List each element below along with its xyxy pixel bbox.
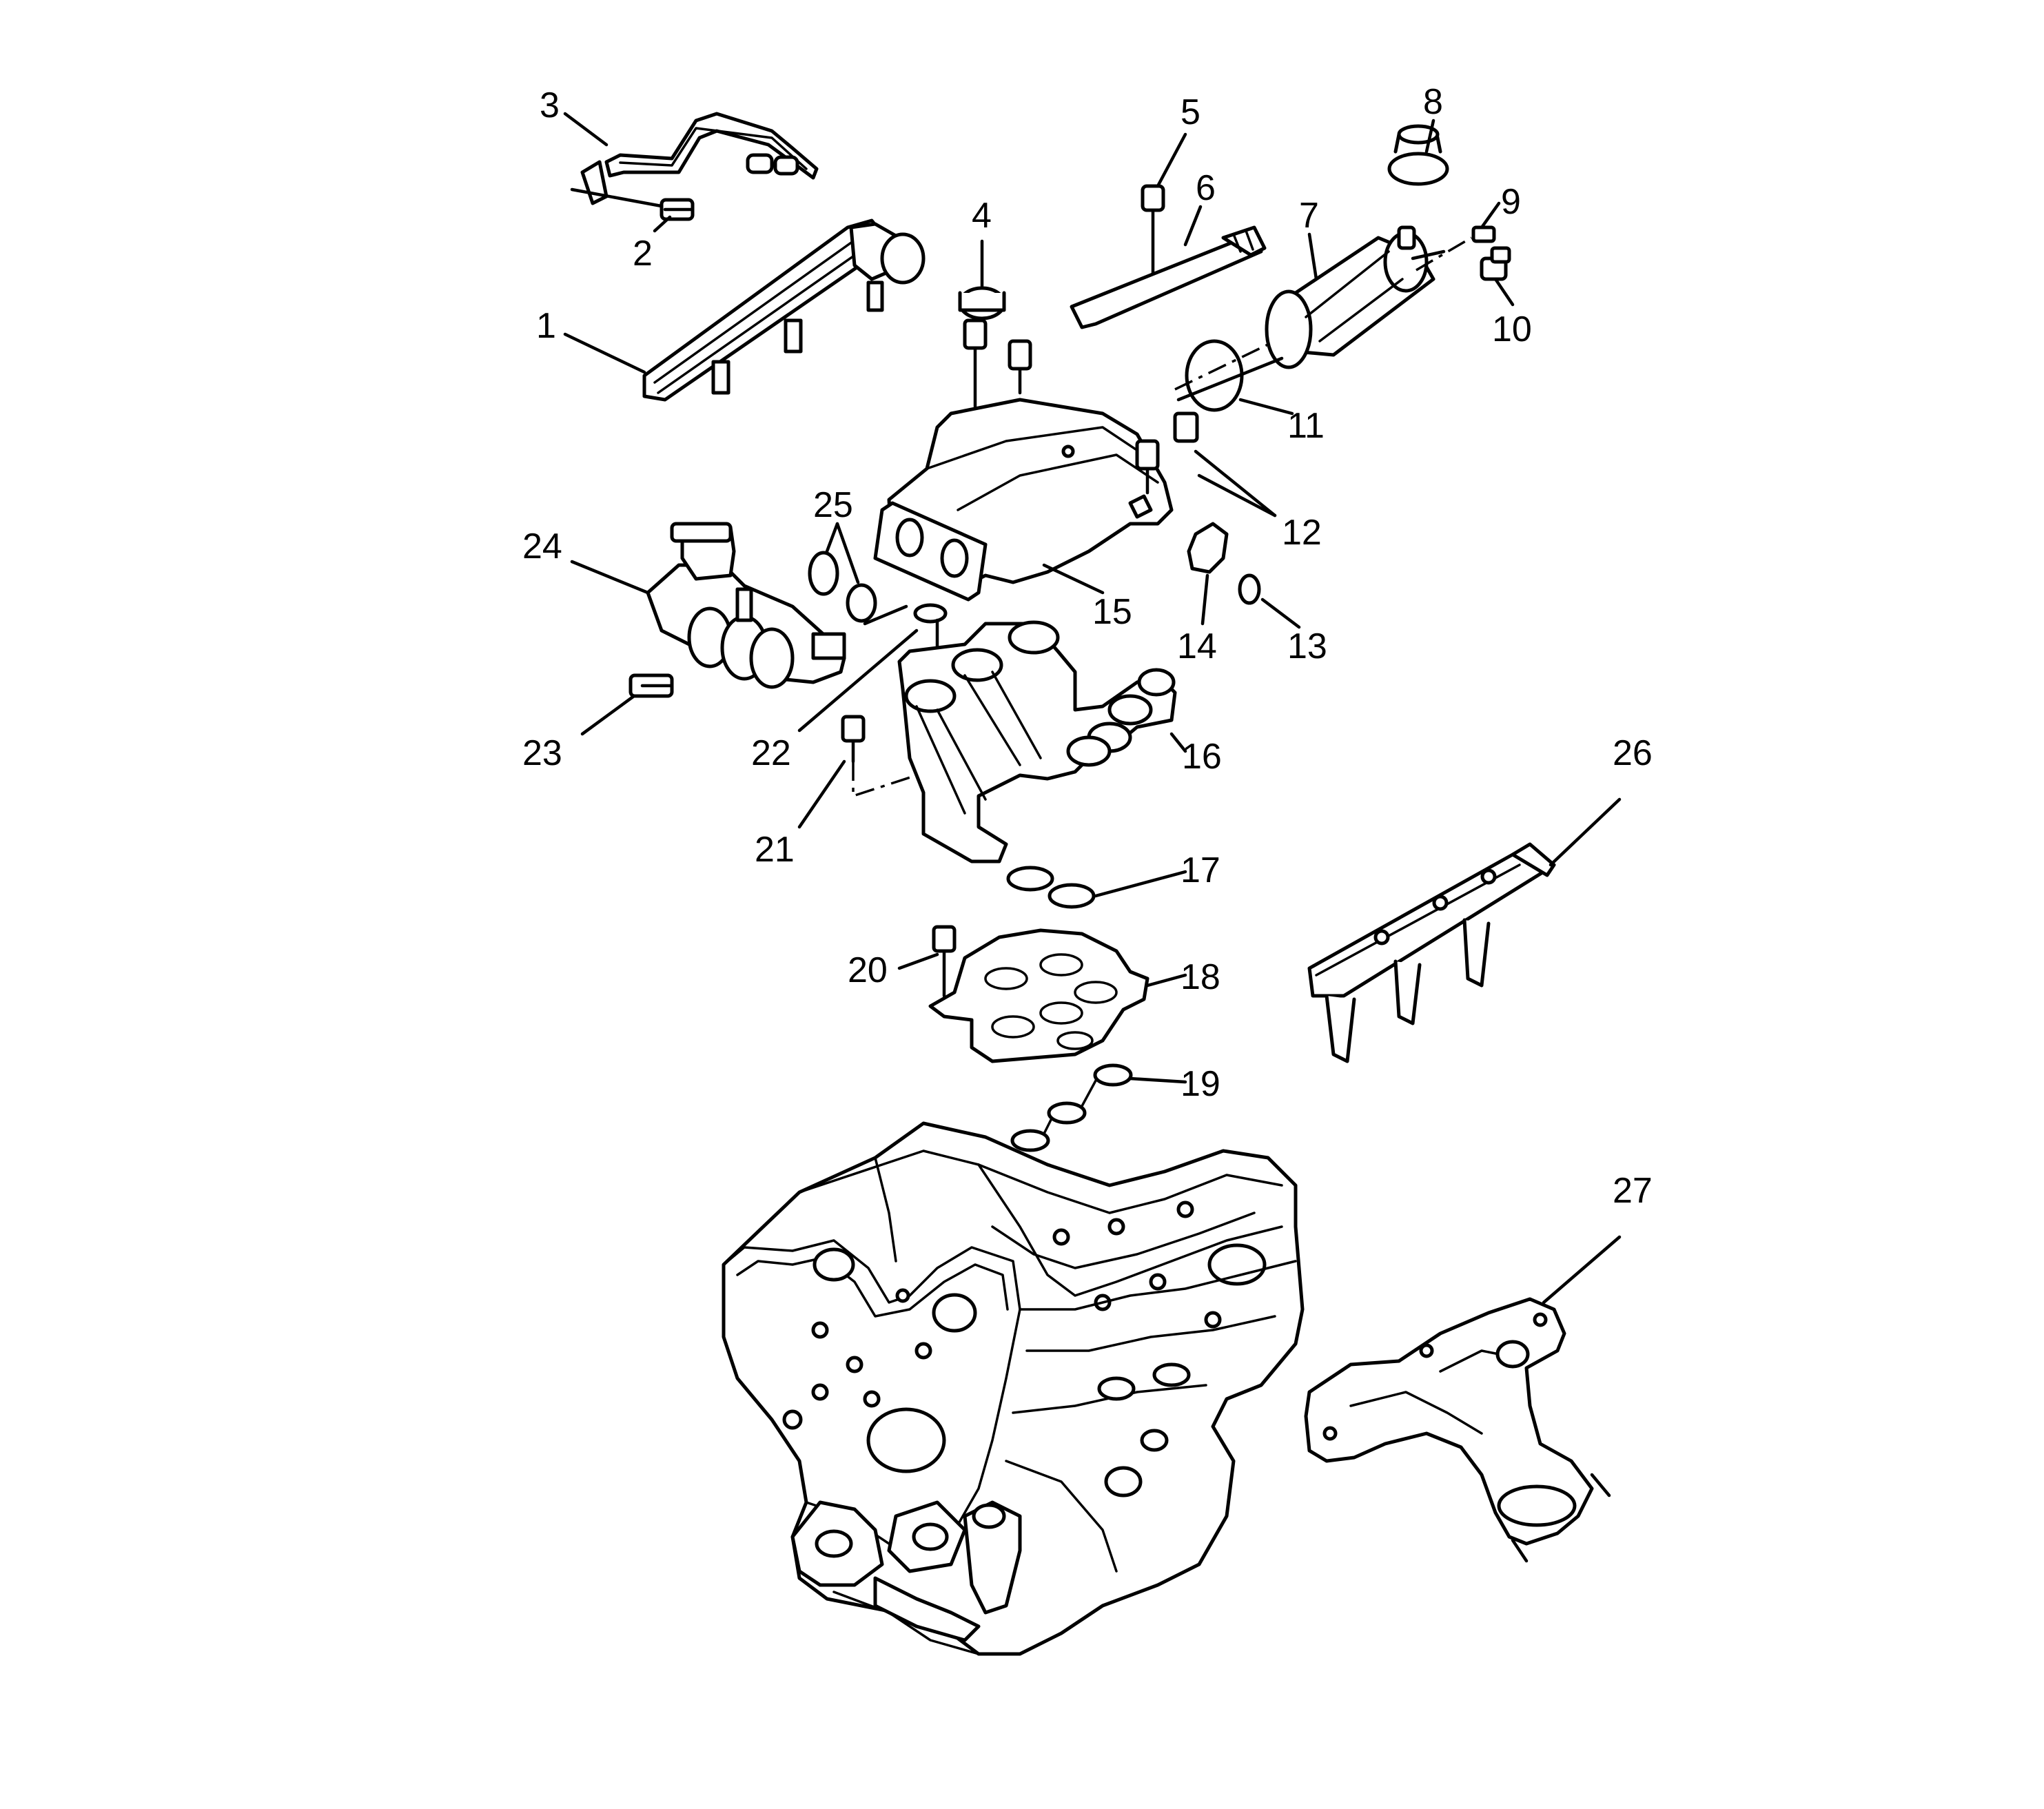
callout-7: 7 xyxy=(1299,196,1319,236)
part-2-bolt xyxy=(660,198,695,221)
part-8-pressure-regulator xyxy=(1387,124,1449,186)
callout-27: 27 xyxy=(1613,1171,1653,1211)
callout-20: 20 xyxy=(848,950,888,990)
part-27-exhaust-manifold xyxy=(1304,1297,1611,1563)
part-3-fuel-pipes xyxy=(570,112,819,209)
engine-block xyxy=(722,1121,1305,1656)
callout-11: 11 xyxy=(1287,406,1325,446)
part-15-upper-intake-manifold xyxy=(873,398,1174,602)
part-6-cover-plate xyxy=(1070,225,1267,329)
callout-2: 2 xyxy=(633,234,653,274)
callout-19: 19 xyxy=(1181,1064,1220,1104)
callout-9: 9 xyxy=(1501,182,1521,222)
callout-25: 25 xyxy=(813,485,853,525)
callout-26: 26 xyxy=(1613,733,1653,773)
callout-4: 4 xyxy=(972,196,992,236)
callout-14: 14 xyxy=(1177,626,1217,666)
part-16-lower-intake-manifold xyxy=(897,620,1177,863)
part-25-o-rings xyxy=(808,551,877,623)
part-10-connector xyxy=(1480,246,1511,281)
part-24-throttle-body xyxy=(646,522,846,689)
callout-10: 10 xyxy=(1492,309,1532,349)
callout-16: 16 xyxy=(1182,737,1222,777)
part-21-bolt xyxy=(841,715,917,798)
part-1-fuel-rail xyxy=(642,218,926,402)
callout-18: 18 xyxy=(1181,957,1220,997)
part-18-plenum-plate xyxy=(928,928,1149,1063)
part-23-bolt xyxy=(628,673,674,698)
part-5-bolt xyxy=(1141,184,1165,285)
callout-17: 17 xyxy=(1181,850,1220,890)
callout-24: 24 xyxy=(522,527,562,566)
callout-5: 5 xyxy=(1181,92,1200,132)
part-9-fitting xyxy=(1471,225,1496,243)
part-12-bolts xyxy=(963,318,1199,495)
part-13-o-ring xyxy=(1238,573,1261,605)
leader-lines xyxy=(563,112,1622,1305)
callout-23: 23 xyxy=(522,733,562,773)
part-4-cap xyxy=(958,286,1006,320)
callout-8: 8 xyxy=(1423,82,1443,122)
part-26-ignition-coil xyxy=(1307,842,1556,1063)
part-20-bolt xyxy=(932,925,957,998)
callout-6: 6 xyxy=(1196,168,1216,208)
part-19-gasket xyxy=(1010,1063,1133,1152)
callout-21: 21 xyxy=(755,830,795,870)
callout-3: 3 xyxy=(540,85,560,125)
callout-22: 22 xyxy=(751,733,791,773)
part-14-sensor xyxy=(1187,522,1229,574)
part-11-o-ring xyxy=(1185,339,1244,412)
callout-12: 12 xyxy=(1282,513,1322,553)
part-17-gaskets xyxy=(1006,866,1096,909)
callout-13: 13 xyxy=(1287,626,1327,666)
callout-15: 15 xyxy=(1092,592,1132,632)
callout-labels: 1 2 3 4 5 6 7 8 9 10 11 12 13 14 15 16 1… xyxy=(522,82,1653,1211)
callout-1: 1 xyxy=(536,306,556,346)
part-7-canister xyxy=(1265,225,1435,369)
